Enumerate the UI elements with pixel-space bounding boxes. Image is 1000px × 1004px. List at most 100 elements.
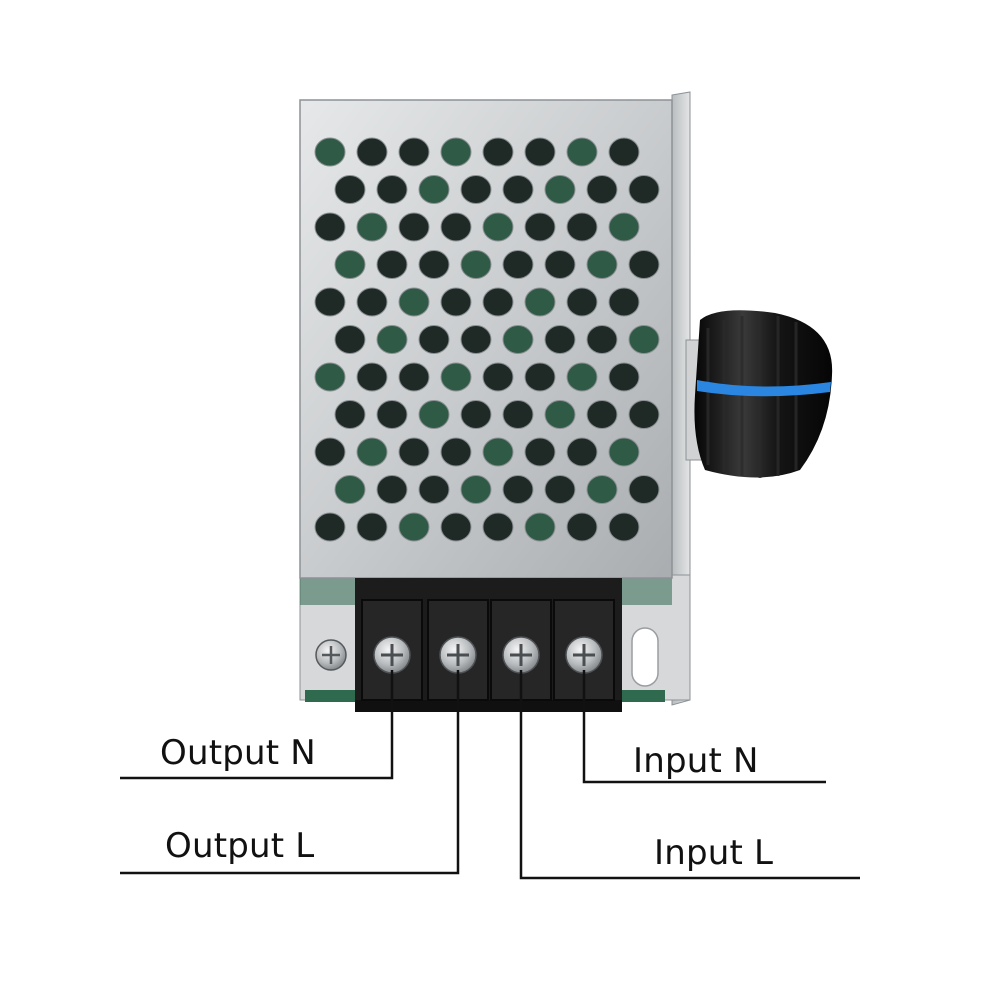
vent-hole [440,137,472,167]
vent-hole [628,175,660,204]
vent-hole [440,512,472,542]
wire-output-l [120,670,460,875]
vent-hole [524,362,556,392]
vent-hole [524,287,556,317]
vent-hole [398,212,430,242]
vent-hole [440,437,472,467]
vent-hole [502,475,534,504]
vent-hole [544,175,576,204]
vent-hole [418,175,450,204]
vent-hole [356,362,388,392]
vent-hole [398,137,430,167]
vent-hole [356,437,388,467]
vent-hole [628,250,660,279]
vent-hole [314,287,346,317]
vent-hole [334,325,366,354]
vent-hole [566,212,598,242]
vent-hole [376,475,408,504]
vent-hole [566,512,598,542]
vent-hole [418,325,450,354]
vent-hole [460,475,492,504]
vent-hole [418,250,450,279]
vent-hole [460,250,492,279]
vent-hole [418,400,450,429]
vent-hole [440,287,472,317]
mounting-screw [315,639,347,671]
vent-hole [544,250,576,279]
vent-hole [482,137,514,167]
label-input-l: Input L [654,833,774,873]
vent-hole [586,325,618,354]
vent-hole [586,475,618,504]
vent-hole [314,362,346,392]
vent-hole [608,512,640,542]
vent-hole [524,212,556,242]
vent-hole [398,287,430,317]
vent-hole [502,325,534,354]
vent-hole [544,400,576,429]
vent-hole [314,137,346,167]
wiring-lines [120,670,860,880]
vent-hole [356,212,388,242]
terminal-block [355,578,622,712]
vent-hole [566,362,598,392]
vent-hole [398,437,430,467]
vent-hole [482,362,514,392]
vent-hole [460,325,492,354]
vent-hole [482,512,514,542]
vent-hole [376,175,408,204]
vent-hole [356,287,388,317]
vent-hole [334,175,366,204]
vent-hole [586,400,618,429]
vent-hole [440,362,472,392]
potentiometer-knob-icon [685,310,833,478]
label-input-n: Input N [633,741,759,781]
vent-hole [586,175,618,204]
vent-hole [628,475,660,504]
vent-hole [608,362,640,392]
wire-input-n [582,670,826,784]
vent-hole [566,437,598,467]
vent-hole [524,137,556,167]
vent-hole [376,250,408,279]
vent-hole [524,437,556,467]
wire-input-l [519,670,860,880]
label-output-l: Output L [165,826,315,866]
vent-hole [334,250,366,279]
vent-hole [376,325,408,354]
vent-hole [376,400,408,429]
vent-hole [608,212,640,242]
vent-hole [314,212,346,242]
vent-hole [544,475,576,504]
vent-hole [398,362,430,392]
vent-hole [334,475,366,504]
vent-hole [586,250,618,279]
vent-hole [460,400,492,429]
vent-hole [628,400,660,429]
wire-output-n [120,670,394,780]
vent-hole [628,325,660,354]
vent-hole [314,437,346,467]
vent-hole [608,137,640,167]
vent-hole [460,175,492,204]
label-output-n: Output N [160,733,316,773]
vent-hole [502,400,534,429]
vent-hole [398,512,430,542]
vent-hole [608,437,640,467]
vent-hole [566,137,598,167]
vent-hole [544,325,576,354]
vent-hole [418,475,450,504]
vent-hole [608,287,640,317]
mounting-slot [631,627,659,687]
vent-hole [334,400,366,429]
vent-hole [482,287,514,317]
vent-hole [502,175,534,204]
vent-hole [482,437,514,467]
vent-hole [440,212,472,242]
vent-hole [356,137,388,167]
vent-hole [356,512,388,542]
vent-hole [502,250,534,279]
vent-hole [482,212,514,242]
